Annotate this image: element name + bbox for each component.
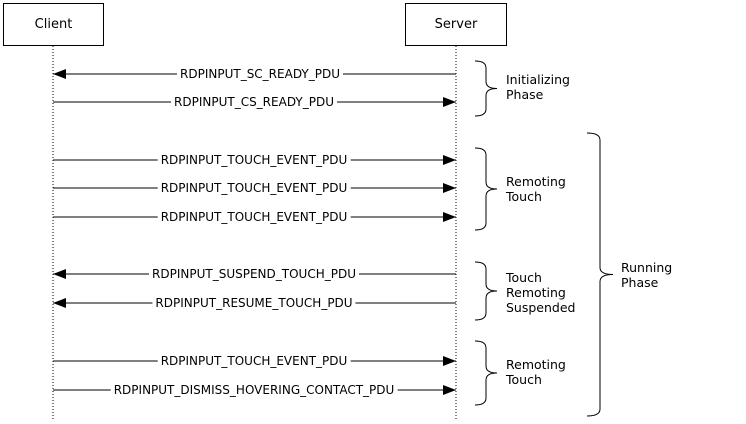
message-label: RDPINPUT_SC_READY_PDU: [177, 67, 343, 81]
arrowhead: [443, 183, 456, 193]
message-label: RDPINPUT_TOUCH_EVENT_PDU: [157, 354, 351, 368]
message-label: RDPINPUT_TOUCH_EVENT_PDU: [157, 153, 351, 167]
arrowhead: [443, 155, 456, 165]
client-label: Client: [34, 17, 73, 32]
phase-label: Touch Remoting Suspended: [506, 270, 576, 315]
phase-brace: [474, 340, 498, 406]
message-label: RDPINPUT_DISMISS_HOVERING_CONTACT_PDU: [110, 383, 398, 397]
message-label: RDPINPUT_RESUME_TOUCH_PDU: [152, 296, 356, 310]
phase-label: Initializing Phase: [506, 72, 570, 102]
arrowhead: [443, 356, 456, 366]
phase-brace: [474, 60, 498, 117]
message-label: RDPINPUT_TOUCH_EVENT_PDU: [157, 181, 351, 195]
arrowhead: [53, 69, 66, 79]
phase-brace: [474, 261, 498, 321]
phase-label: Remoting Touch: [506, 357, 566, 387]
message-label: RDPINPUT_SUSPEND_TOUCH_PDU: [149, 267, 359, 281]
arrowhead: [443, 385, 456, 395]
running-phase-label: Running Phase: [621, 260, 673, 290]
server-box: Server: [405, 3, 507, 46]
arrowhead: [443, 97, 456, 107]
message-label: RDPINPUT_CS_READY_PDU: [171, 95, 337, 109]
arrowhead: [53, 269, 66, 279]
arrowhead: [53, 298, 66, 308]
server-label: Server: [434, 17, 478, 32]
arrowhead: [443, 212, 456, 222]
phase-brace: [474, 147, 498, 231]
running-phase-brace: [586, 132, 614, 417]
message-label: RDPINPUT_TOUCH_EVENT_PDU: [157, 210, 351, 224]
client-box: Client: [3, 3, 104, 46]
phase-label: Remoting Touch: [506, 174, 566, 204]
